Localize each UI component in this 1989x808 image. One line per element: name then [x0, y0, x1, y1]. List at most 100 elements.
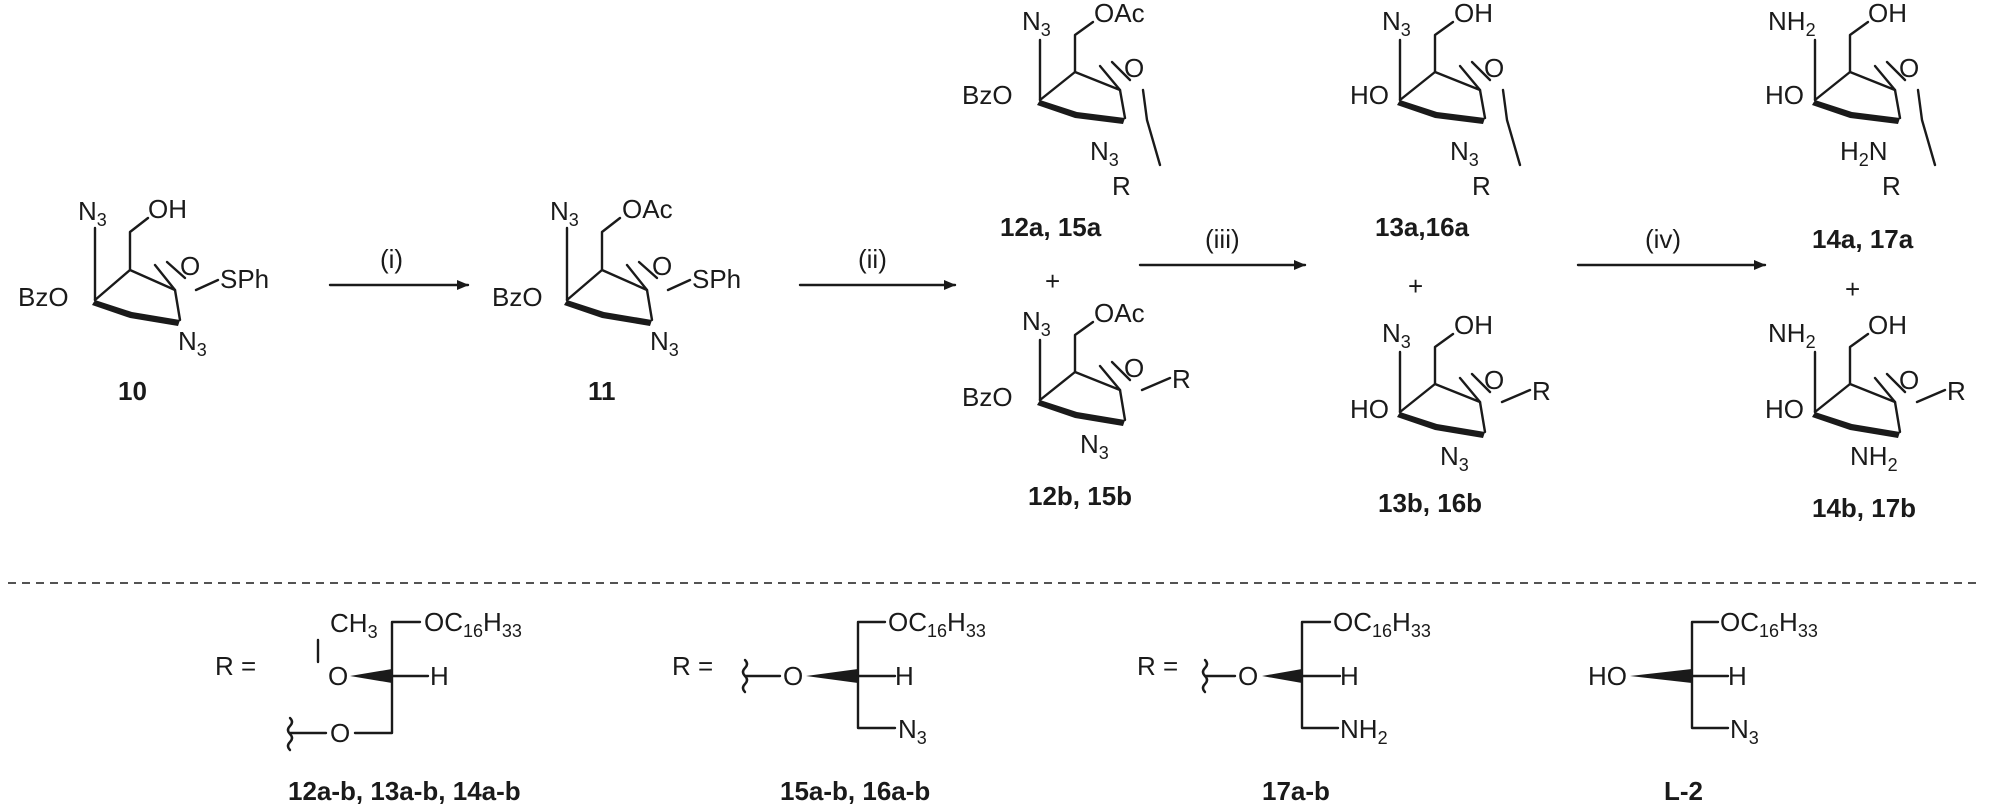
- compound-number: 13b, 16b: [1378, 488, 1482, 518]
- h-label: H: [1340, 661, 1359, 691]
- condition-iv: (iv): [1645, 224, 1681, 254]
- nh2-label: NH2: [1340, 714, 1388, 748]
- compound-number: 14b, 17b: [1812, 493, 1916, 523]
- ring-oxygen: O: [1484, 365, 1504, 395]
- bzo-label: BzO: [492, 282, 543, 312]
- ring-oxygen: O: [1899, 365, 1919, 395]
- compound-number: 10: [118, 376, 147, 406]
- compound-11: N3 OAc O BzO SPh N3 11: [492, 194, 741, 406]
- r-equals: R =: [672, 651, 713, 681]
- r-group-caption: 17a-b: [1262, 776, 1330, 806]
- n3-label: N3: [1090, 136, 1119, 170]
- r-label: R: [1882, 171, 1901, 201]
- compound-12b-15b: N3 OAc O BzO R N3 12b, 15b: [962, 298, 1191, 511]
- bzo-label: BzO: [962, 382, 1013, 412]
- compound-number: 12b, 15b: [1028, 481, 1132, 511]
- ring-oxygen: O: [180, 251, 200, 281]
- r-label: R: [1472, 171, 1491, 201]
- oxygen-label: O: [1238, 661, 1258, 691]
- r-equals: R =: [215, 651, 256, 681]
- ring-oxygen: O: [1484, 53, 1504, 83]
- n3-label: N3: [1450, 136, 1479, 170]
- n3-label: N3: [78, 196, 107, 230]
- ring-oxygen: O: [1899, 53, 1919, 83]
- oc16-label: OC16H33: [1720, 607, 1818, 641]
- r-label: R: [1172, 364, 1191, 394]
- compound-14a-17a: NH2 OH O HO H2N R 14a, 17a: [1765, 0, 1937, 254]
- r-group-3: R = O H OC16H33 NH2 17a-b: [1137, 607, 1431, 806]
- oc16-label: OC16H33: [424, 607, 522, 641]
- arrow-step-ii: (ii): [798, 244, 957, 290]
- n3-label: N3: [1730, 714, 1759, 748]
- compound-number: 12a, 15a: [1000, 212, 1102, 242]
- h2n-label: H2N: [1840, 136, 1888, 170]
- compound-13b-16b: N3 OH O HO R N3 13b, 16b: [1350, 310, 1551, 518]
- n3-label: N3: [550, 196, 579, 230]
- ring-oxygen: O: [1124, 53, 1144, 83]
- r-group-caption: 15a-b, 16a-b: [780, 776, 930, 806]
- r-group-caption: 12a-b, 13a-b, 14a-b: [288, 776, 521, 806]
- arrow-step-iii: (iii): [1138, 224, 1307, 270]
- plus-sign: +: [1408, 271, 1423, 301]
- n3-label: N3: [178, 326, 207, 360]
- oxygen-label: O: [783, 661, 803, 691]
- oxygen-label: O: [328, 661, 348, 691]
- oh-label: OH: [148, 194, 187, 224]
- bzo-label: BzO: [962, 80, 1013, 110]
- oc16-label: OC16H33: [888, 607, 986, 641]
- n3-label: N3: [1382, 318, 1411, 352]
- condition-iii: (iii): [1205, 224, 1240, 254]
- condition-ii: (ii): [858, 244, 887, 274]
- oac-label: OAc: [1094, 298, 1145, 328]
- n3-label: N3: [1382, 6, 1411, 40]
- oh-label: OH: [1454, 0, 1493, 28]
- compound-13a-16a: N3 OH O HO N3 R 13a,16a: [1350, 0, 1522, 242]
- nh2-label: NH2: [1768, 6, 1816, 40]
- plus-sign: +: [1045, 266, 1060, 296]
- compound-10: N3 OH O BzO SPh N3 10: [18, 194, 269, 406]
- condition-i: (i): [380, 244, 403, 274]
- r-group-1: R = CH3 O H OC16H33 O 12a-b, 13a-b, 14a-…: [215, 607, 522, 806]
- nh2-label: NH2: [1768, 318, 1816, 352]
- ch3-label: CH3: [330, 608, 378, 642]
- h-label: H: [895, 661, 914, 691]
- ho-label: HO: [1765, 394, 1804, 424]
- oc16-label: OC16H33: [1333, 607, 1431, 641]
- r-label: R: [1947, 376, 1966, 406]
- ho-label: HO: [1588, 661, 1627, 691]
- n3-label: N3: [650, 326, 679, 360]
- n3-label: N3: [1440, 441, 1469, 475]
- compound-number: 13a,16a: [1375, 212, 1470, 242]
- ring-oxygen: O: [652, 251, 672, 281]
- arrow-step-i: (i): [328, 244, 470, 290]
- h-label: H: [430, 661, 449, 691]
- arrow-step-iv: (iv): [1576, 224, 1767, 270]
- sph-label: SPh: [692, 264, 741, 294]
- nh2-label: NH2: [1850, 441, 1898, 475]
- oac-label: OAc: [1094, 0, 1145, 28]
- ring-oxygen: O: [1124, 353, 1144, 383]
- compound-number: 14a, 17a: [1812, 224, 1914, 254]
- compound-number: 11: [588, 376, 616, 406]
- compound-12a-15a: N3 OAc O BzO N3 R 12a, 15a: [962, 0, 1162, 242]
- oh-label: OH: [1868, 310, 1907, 340]
- oh-label: OH: [1868, 0, 1907, 28]
- ho-label: HO: [1350, 394, 1389, 424]
- bzo-label: BzO: [18, 282, 69, 312]
- ho-label: HO: [1350, 80, 1389, 110]
- r-group-caption: L-2: [1664, 776, 1703, 806]
- n3-label: N3: [1022, 6, 1051, 40]
- r-label: R: [1532, 376, 1551, 406]
- n3-label: N3: [898, 714, 927, 748]
- ho-label: HO: [1765, 80, 1804, 110]
- h-label: H: [1728, 661, 1747, 691]
- oac-label: OAc: [622, 194, 673, 224]
- n3-label: N3: [1022, 306, 1051, 340]
- sph-label: SPh: [220, 264, 269, 294]
- compound-l-2: HO H OC16H33 N3 L-2: [1588, 607, 1818, 806]
- oh-label: OH: [1454, 310, 1493, 340]
- plus-sign: +: [1845, 274, 1860, 304]
- r-label: R: [1112, 171, 1131, 201]
